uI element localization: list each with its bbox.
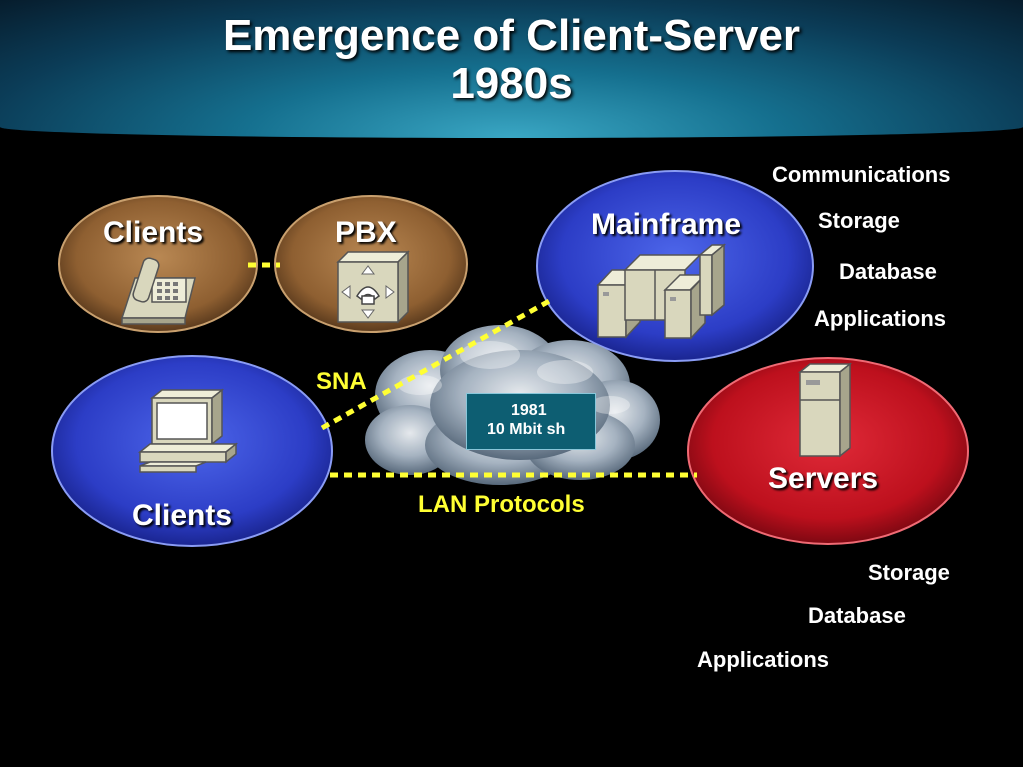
ethernet-note: 1981 10 Mbit sh (466, 393, 596, 450)
pc-icon (137, 388, 239, 473)
mainframe-label: Mainframe (591, 208, 742, 241)
page-title: Emergence of Client-Server 1980s (0, 12, 1023, 108)
pbx-label: PBX (335, 216, 397, 249)
pbx-icon (336, 250, 410, 324)
mainframe-function-database: Database (839, 259, 937, 284)
phone-clients-label: Clients (103, 216, 204, 249)
title-line-2: 1980s (450, 59, 573, 108)
sna-label: SNA (316, 368, 367, 395)
telephone-icon (120, 257, 196, 325)
note-speed: 10 Mbit sh (487, 421, 566, 438)
lan-protocols-label: LAN Protocols (418, 491, 585, 518)
mainframe-function-storage: Storage (818, 208, 900, 233)
sna-link (320, 297, 553, 431)
note-year: 1981 (511, 402, 547, 419)
title-banner (0, 0, 1023, 141)
pc-clients-label: Clients (132, 499, 233, 532)
mainframe-function-communications: Communications (772, 162, 951, 187)
mainframe-icon (596, 243, 727, 340)
servers-label: Servers (768, 462, 879, 495)
server-function-applications: Applications (697, 647, 830, 672)
mainframe-function-applications: Applications (814, 306, 947, 331)
server-function-storage: Storage (868, 560, 950, 585)
title-line-1: Emergence of Client-Server (222, 11, 801, 60)
server-function-database: Database (808, 603, 906, 628)
server-icon (797, 362, 853, 458)
